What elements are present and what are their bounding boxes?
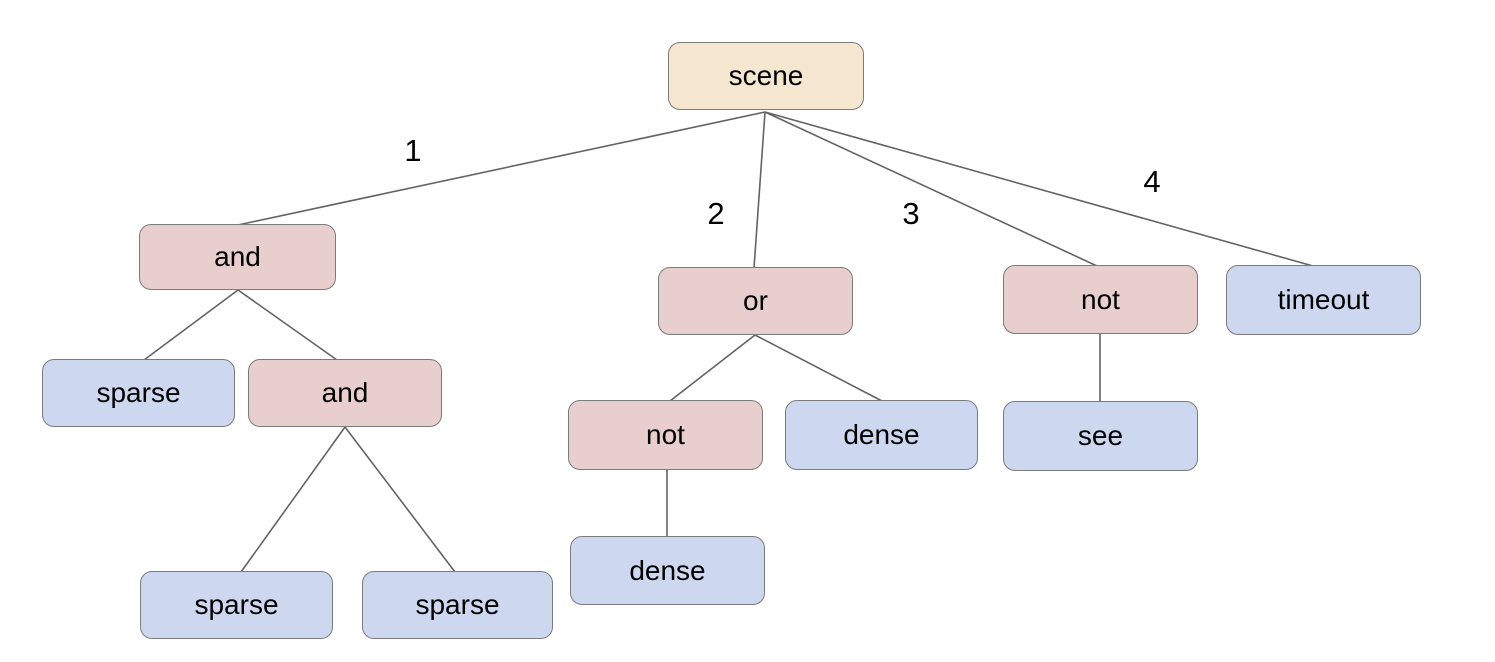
edge-or-not — [669, 334, 756, 402]
edge-label-1: 1 — [404, 133, 421, 168]
edge-scene-not — [764, 111, 1098, 267]
node-scene: scene — [668, 42, 864, 110]
node-not-mid: not — [568, 400, 763, 470]
node-see: see — [1003, 401, 1198, 471]
edge-label-3: 3 — [902, 196, 919, 231]
edge-or-dense — [754, 334, 883, 402]
edge-and-sparse — [143, 289, 239, 361]
node-not-right: not — [1003, 265, 1198, 334]
node-and-top: and — [139, 224, 336, 290]
node-sparse-bottom-1: sparse — [140, 571, 333, 639]
node-timeout: timeout — [1226, 265, 1421, 335]
edge-label-2: 2 — [707, 196, 724, 231]
node-sparse-left: sparse — [42, 359, 235, 427]
edge-scene-timeout — [764, 111, 1314, 267]
edge-and2-sparse2 — [344, 426, 456, 573]
node-sparse-bottom-2: sparse — [362, 571, 553, 639]
node-dense-mid: dense — [785, 400, 978, 470]
edge-and-and — [237, 289, 338, 361]
edge-scene-and — [237, 111, 766, 226]
edge-scene-or — [753, 111, 766, 269]
edge-and2-sparse1 — [240, 426, 346, 573]
node-dense-bottom: dense — [570, 536, 765, 605]
node-or: or — [658, 267, 853, 335]
node-and-inner: and — [248, 359, 442, 427]
edge-label-4: 4 — [1143, 164, 1160, 199]
